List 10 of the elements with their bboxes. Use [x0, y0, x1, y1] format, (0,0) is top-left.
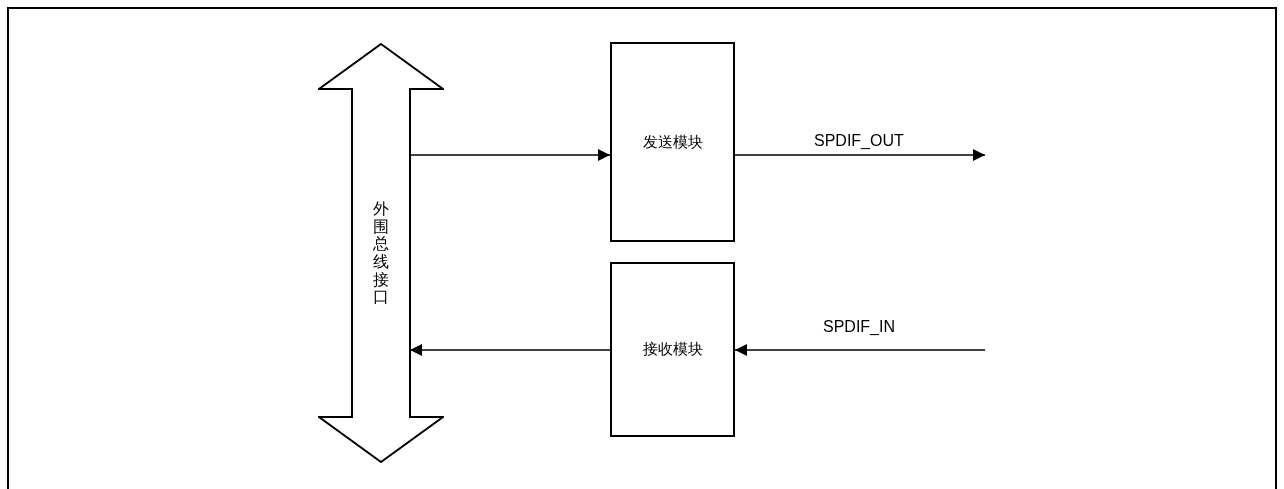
bus-interface-arrow [318, 43, 444, 463]
module-label: 接收模块 [642, 340, 703, 359]
signal-label: SPDIF_OUT [812, 132, 906, 150]
bus-label: 外围总线接口 [373, 200, 389, 306]
module-box [610, 42, 735, 242]
module-label: 发送模块 [642, 132, 703, 152]
signal-label: SPDIF_IN [821, 318, 897, 336]
arrow [734, 149, 986, 161]
arrow [734, 344, 986, 356]
module-box [610, 262, 735, 437]
